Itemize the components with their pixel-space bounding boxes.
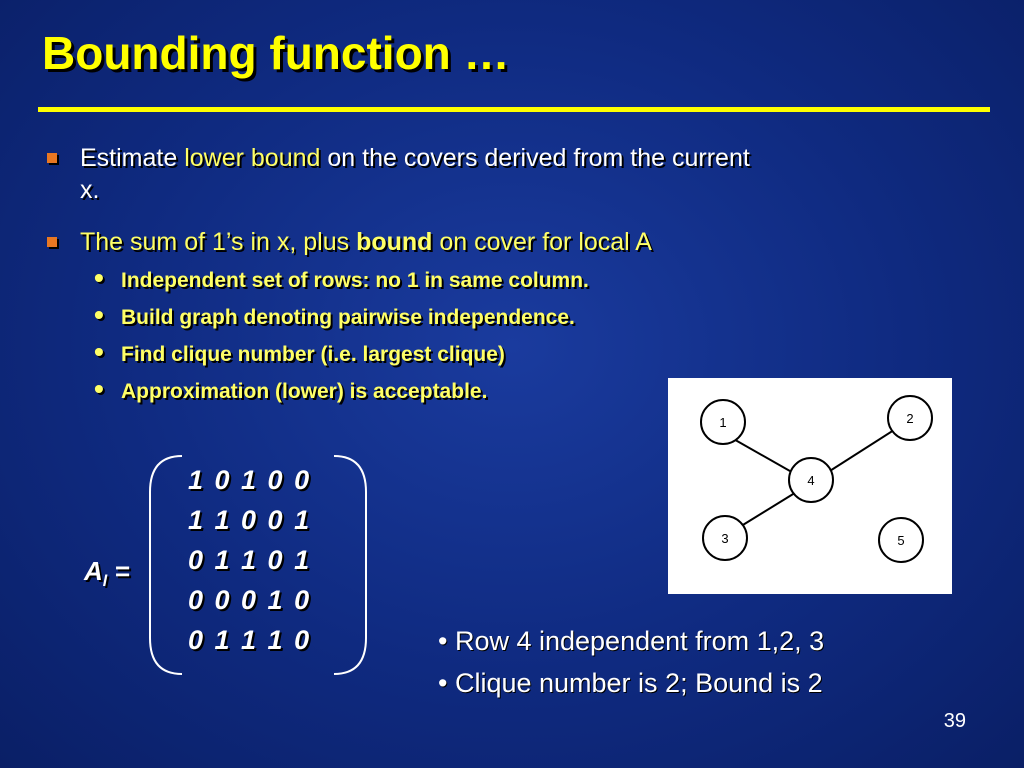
matrix-label-main: A	[84, 556, 103, 586]
bullet-1-part-1: Estimate	[80, 144, 185, 172]
bullet-1-part-2: lower bound	[184, 144, 321, 172]
graph-node-5-label: 5	[897, 533, 904, 548]
bullet-1-text: Estimate lower bound on the covers deriv…	[80, 142, 750, 206]
title-underline	[38, 107, 990, 112]
note-1: • Row 4 independent from 1,2, 3	[438, 626, 825, 656]
graph-node-4-label: 4	[807, 473, 814, 488]
graph-node-3-label: 3	[721, 531, 728, 546]
notes: • Row 4 independent from 1,2, 3 • Clique…	[438, 620, 824, 704]
matrix-row-3: 0 1 1 0 1	[188, 545, 312, 575]
matrix-row-5: 0 1 1 1 0	[188, 625, 312, 655]
bullet-2-text: The sum of 1’s in x, plus bound on cover…	[80, 226, 652, 258]
note-2: • Clique number is 2; Bound is 2	[438, 668, 823, 698]
graph-node-3: 3	[702, 515, 748, 561]
right-bracket	[333, 455, 367, 675]
graph-node-2-label: 2	[906, 411, 913, 426]
slide-title: Bounding function …	[42, 27, 510, 79]
matrix-brackets	[149, 455, 367, 675]
graph-node-1-label: 1	[719, 415, 726, 430]
sub-bullet-3-text: Find clique number (i.e. largest clique)	[121, 343, 505, 366]
bullet-2-part-2: bound	[356, 228, 433, 256]
matrix-label-eq: =	[107, 556, 130, 586]
independence-graph: 1 2 4 3 5	[668, 378, 952, 594]
graph-node-4: 4	[788, 457, 834, 503]
sub-bullet-2-text: Build graph denoting pairwise independen…	[121, 306, 575, 329]
matrix-row-4: 0 0 0 1 0	[188, 585, 312, 615]
graph-node-5: 5	[878, 517, 924, 563]
matrix-label-sub: l	[102, 573, 108, 591]
left-bracket	[149, 455, 183, 675]
bullet-2-part-1: The sum of 1’s in x, plus	[80, 228, 357, 256]
matrix-rows: 1 0 1 0 0 1 1 0 0 1 0 1 1 0 1 0 0 0 1 0 …	[188, 460, 328, 660]
dot-bullet-icon: •	[94, 262, 104, 293]
sub-bullet-1-text: Independent set of rows: no 1 in same co…	[121, 269, 589, 292]
bullet-2-part-3: on cover for local A	[432, 228, 652, 256]
graph-node-1: 1	[700, 399, 746, 445]
matrix-label: Al =	[84, 556, 130, 591]
bullet-1-line-2: x.	[80, 176, 100, 204]
page-number: 39	[943, 710, 966, 732]
matrix-row-1: 1 0 1 0 0	[188, 465, 312, 495]
graph-node-2: 2	[887, 395, 933, 441]
matrix-row-2: 1 1 0 0 1	[188, 505, 312, 535]
sub-bullet-4-text: Approximation (lower) is acceptable.	[121, 380, 488, 403]
square-bullet-icon	[47, 153, 57, 163]
dot-bullet-icon: •	[94, 336, 104, 367]
graph-svg: 1 2 4 3 5	[700, 395, 933, 563]
dot-bullet-icon: •	[94, 299, 104, 330]
dot-bullet-icon: •	[94, 373, 104, 404]
bullet-1-part-3: on the covers derived from the current	[320, 144, 750, 172]
square-bullet-icon	[47, 237, 57, 247]
